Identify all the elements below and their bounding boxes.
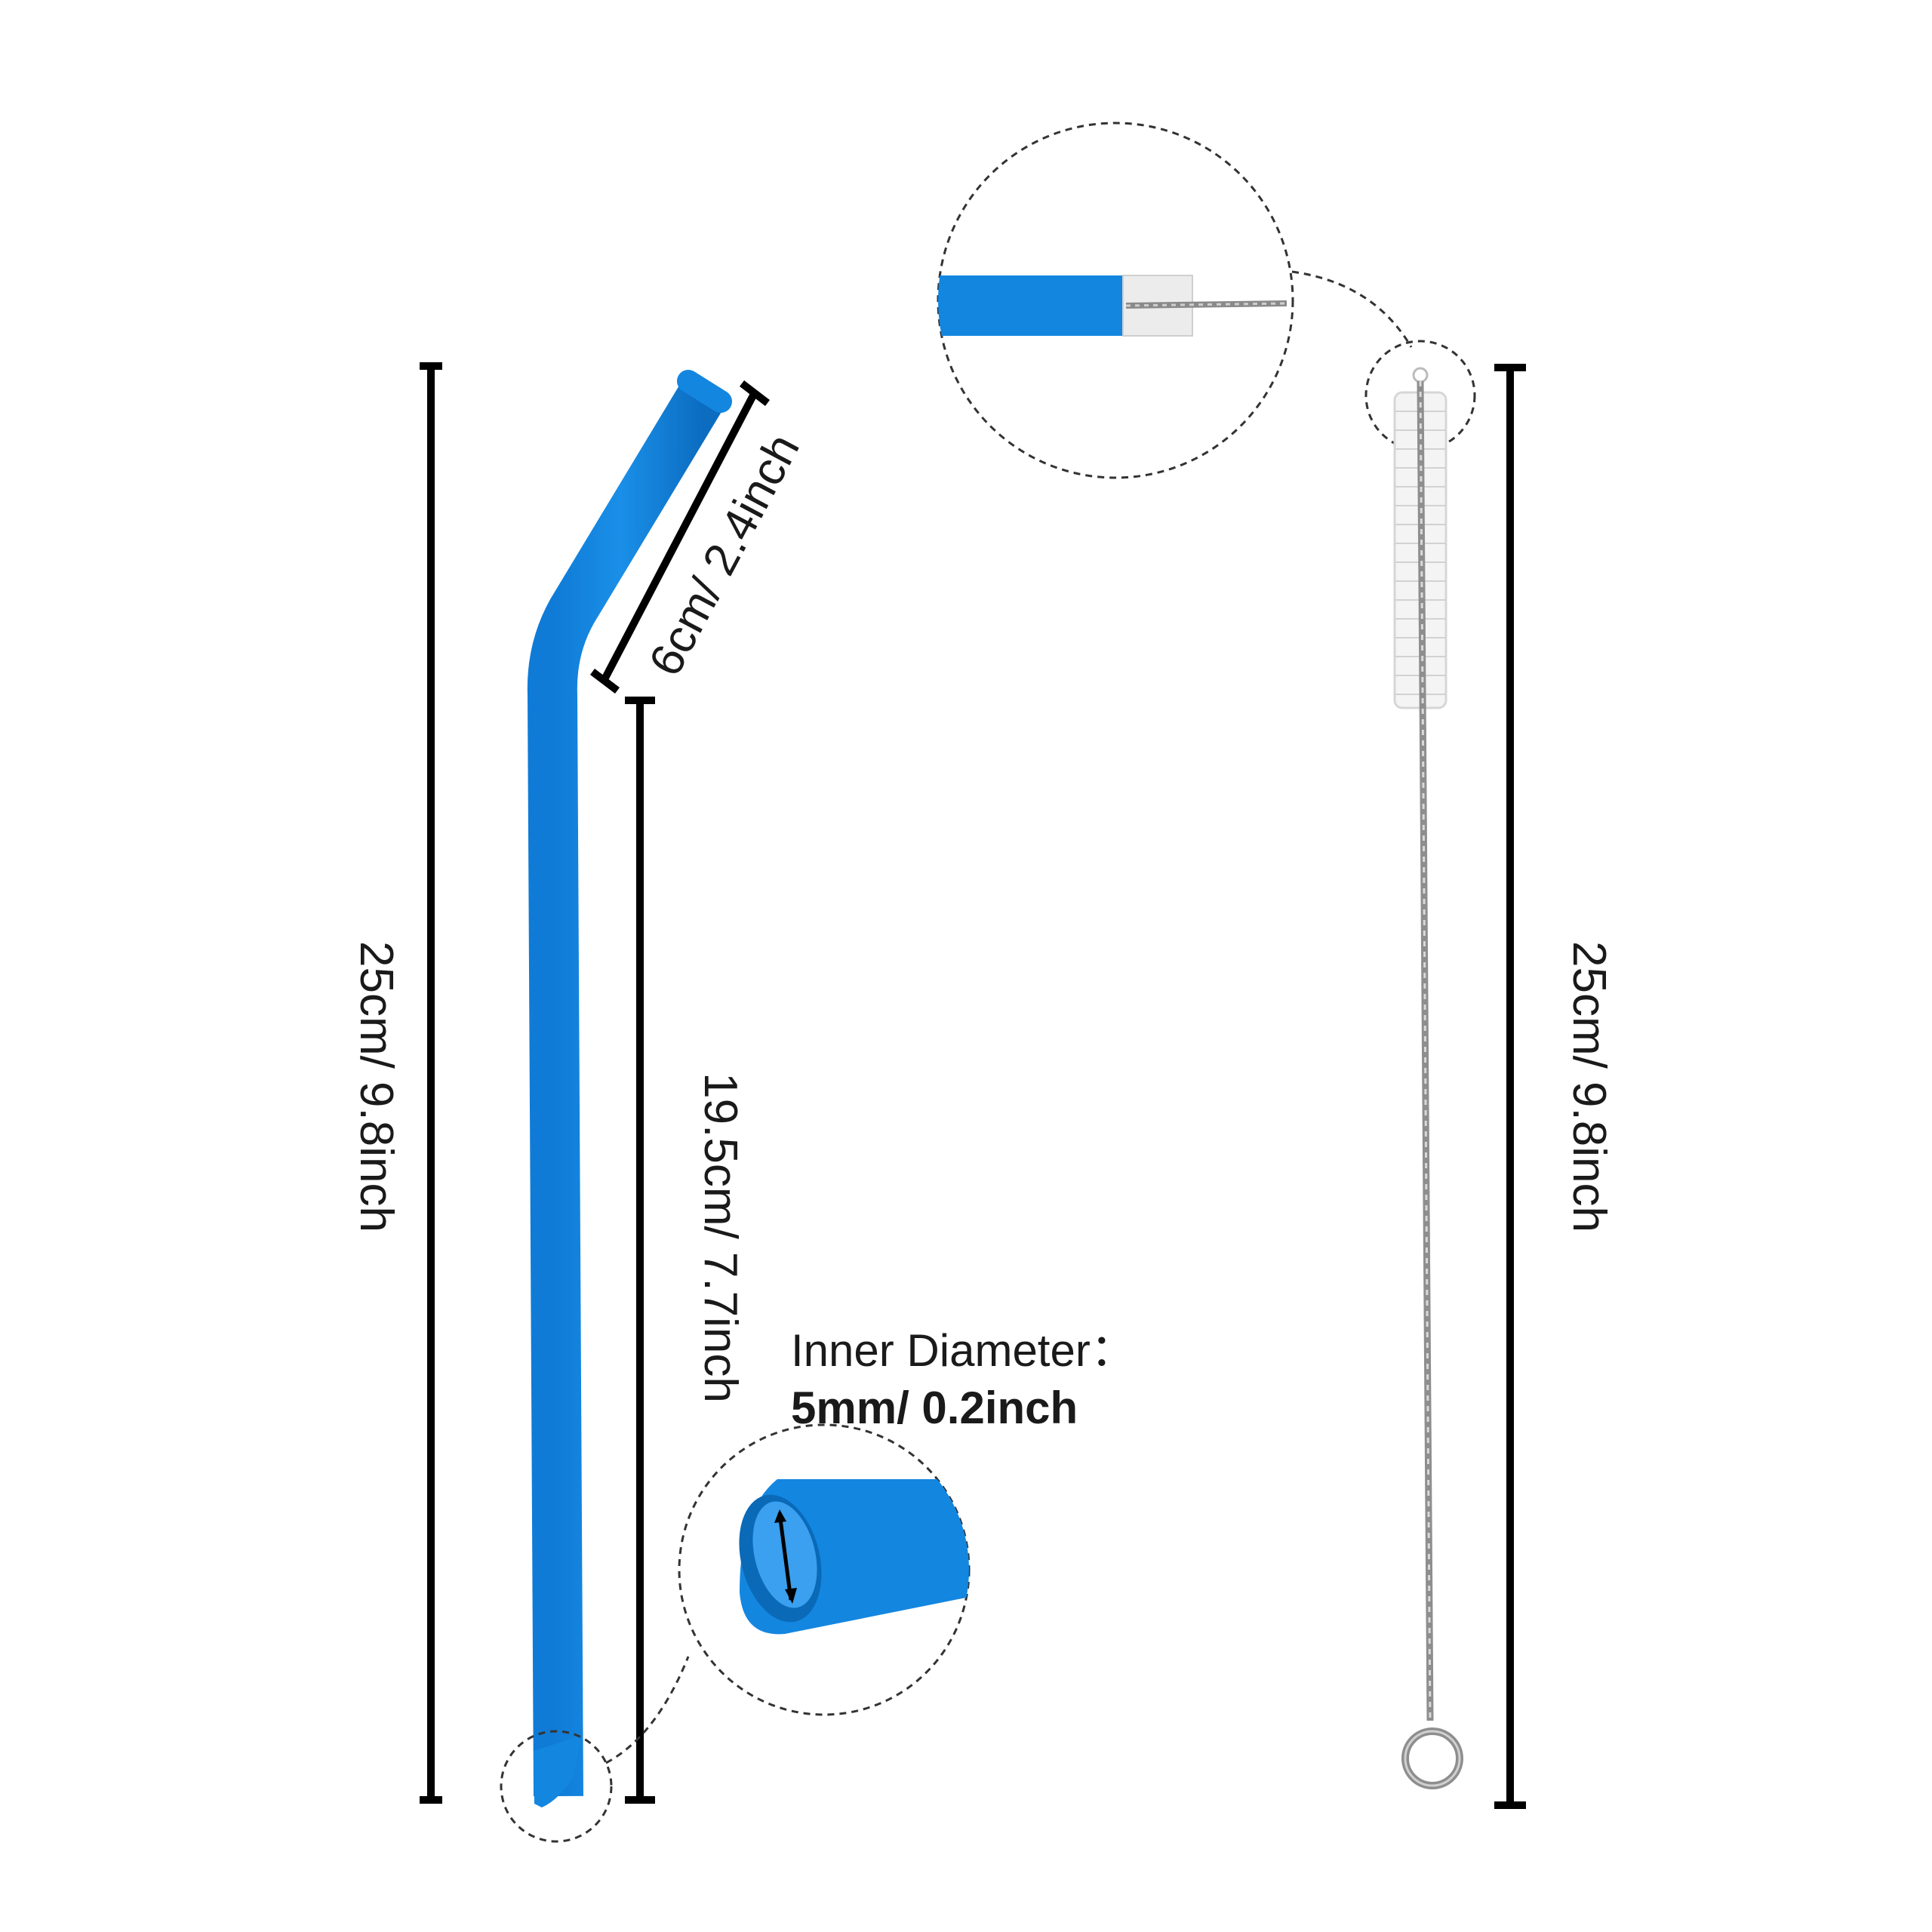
straw-bottom-tip [534,1736,581,1807]
brush-wire-twist [1419,380,1432,1721]
brush-tip-cap [1412,367,1429,383]
straw-tip-connector [605,1656,690,1764]
brush-zoom-straw [938,275,1123,336]
inner-diameter-arrowhead-top [774,1509,786,1523]
inner-diameter-arrow [777,1512,793,1601]
bent-dimension-line [599,392,758,685]
straw-top-end [677,370,732,413]
straw-total-label: 25cm/ 9.8inch [350,941,402,1232]
brush-zoom-wire [1125,300,1287,309]
bent-silicone-straw-icon [527,370,732,1807]
straw-body [527,379,726,1797]
straw-straight-label: 19.5cm/ 7.7inch [694,1072,746,1403]
inner-diameter-spec: Inner Diameter： 5mm/ 0.2inch [791,1325,1136,1433]
straw-tip-small-circle [500,1730,613,1843]
straw-tip-magnified [678,1423,971,1716]
straw-tip-callout [500,1656,690,1843]
brush-loop-shine [1404,1730,1461,1787]
brush-tip-magnified [937,122,1413,479]
straw-total-dimension: 25cm/ 9.8inch [350,362,442,1804]
bent-dimension-top-cap [739,380,771,406]
cleaning-brush-icon [1364,340,1476,1789]
straw-straight-dimension: 19.5cm/ 7.7inch [625,697,746,1804]
inner-diameter-value: 5mm/ 0.2inch [791,1383,1078,1433]
inner-diameter-arrowhead-bottom [785,1588,797,1604]
brush-total-label: 25cm/ 9.8inch [1563,941,1615,1232]
bent-dimension-bottom-cap [589,669,620,694]
inner-diameter-label: Inner Diameter： [791,1325,1136,1376]
brush-tip-connector [1291,270,1413,348]
brush-total-dimension: 25cm/ 9.8inch [1494,364,1615,1809]
